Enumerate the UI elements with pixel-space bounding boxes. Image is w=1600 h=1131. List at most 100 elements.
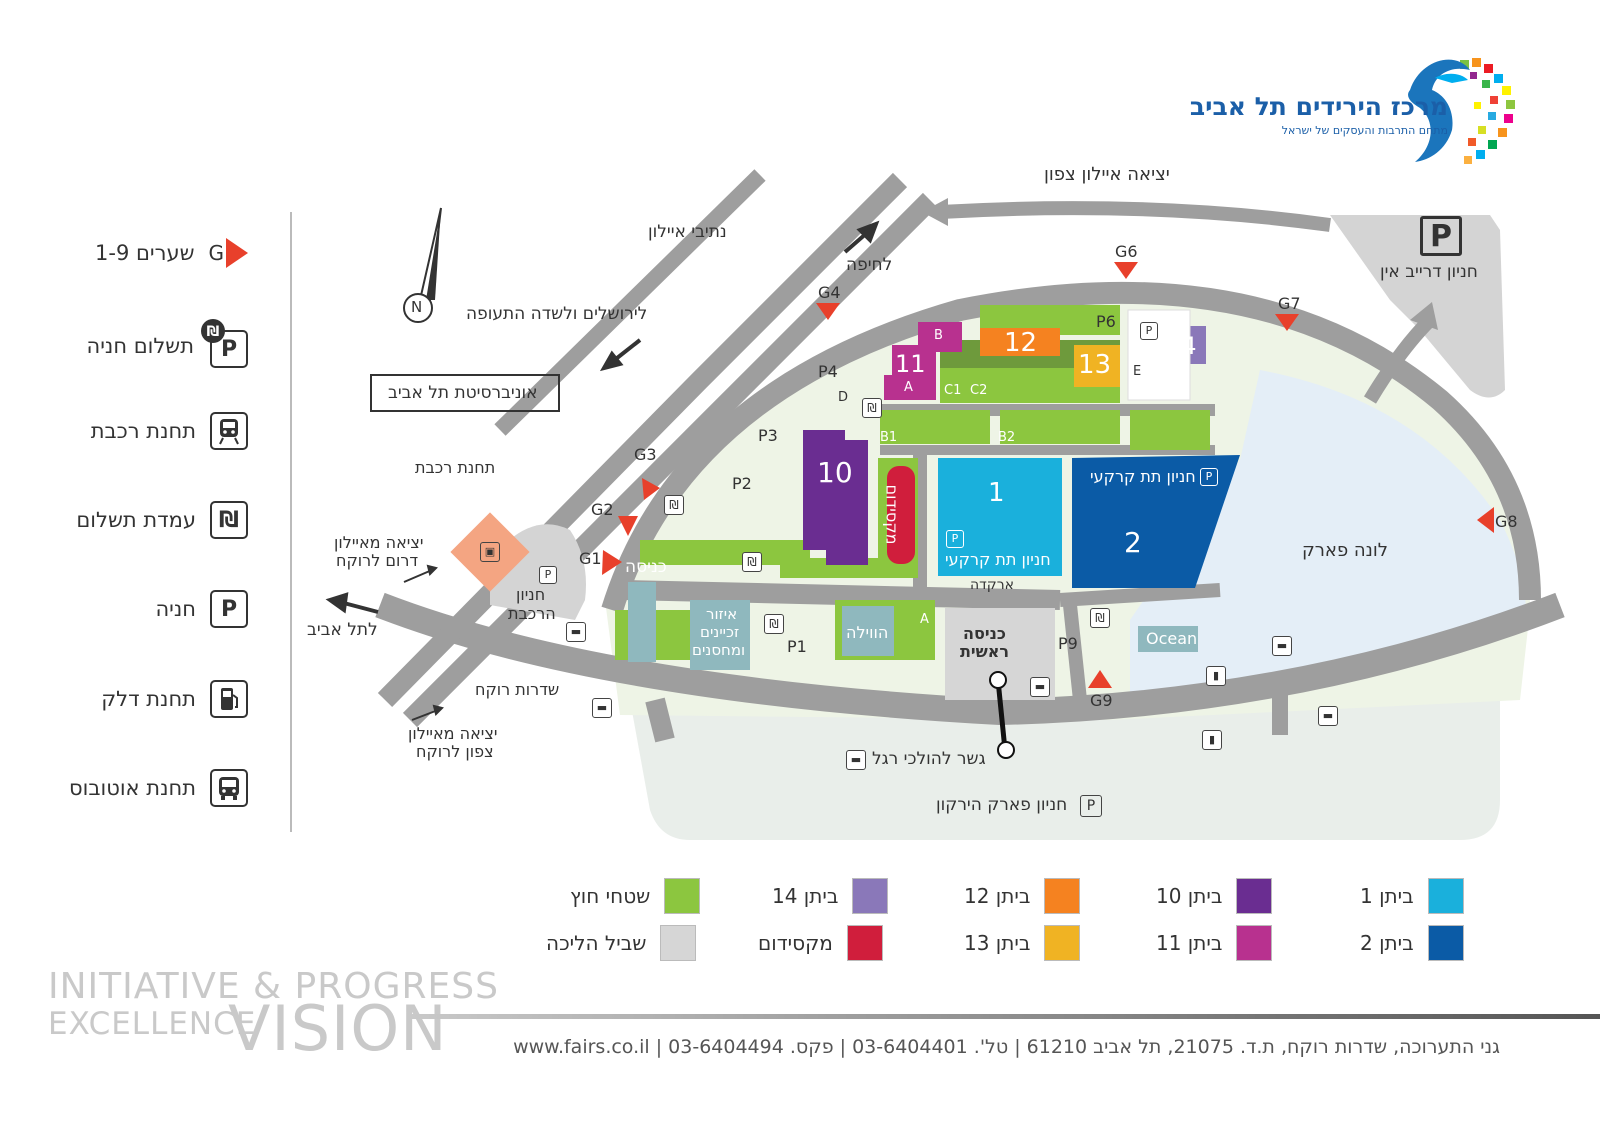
bus-icon	[210, 769, 248, 807]
label-villa: הווילה	[846, 623, 889, 642]
train-icon: ▣	[480, 542, 500, 562]
slogan-line-2a: EXCELLENCE	[48, 1006, 257, 1042]
inner-road-1	[624, 580, 1061, 610]
label-green-park-parking: חניון פארק הירקון	[936, 795, 1068, 815]
label-exit-north-rokach-2: צפון לרוקח	[416, 742, 494, 761]
shekel-icon: ₪	[764, 614, 784, 634]
fuel-pump-icon	[210, 680, 248, 718]
legend-train: תחנת רכבת	[91, 408, 248, 454]
drive-in-arrow-icon	[1410, 302, 1438, 330]
label-drive-in: חניון דרייב אין	[1380, 262, 1478, 282]
gate-g6-icon	[1114, 262, 1138, 279]
hall-11b-label: B	[934, 328, 943, 343]
color-key-label: שטחי חוץ	[570, 884, 651, 908]
hall-2-label: 2	[1124, 526, 1142, 559]
fuel-pump-icon: ▮	[1202, 730, 1222, 750]
bus-icon: ▬	[592, 698, 612, 718]
color-key-label: מקסידום	[758, 931, 833, 955]
color-key-hall-14: ביתן 14	[772, 878, 889, 914]
legend-fuel-label: תחנת דלק	[101, 687, 196, 711]
parking-p3-label: P3	[758, 426, 778, 445]
hall-13-label: 13	[1078, 350, 1112, 380]
label-pedestrian-bridge: גשר להולכי רגל	[872, 749, 986, 769]
parking-p9-label: P9	[1058, 634, 1078, 653]
paid-parking-icon: P ₪	[201, 319, 248, 368]
parking-p1-label: P1	[787, 637, 807, 656]
gate-g8-label: G8	[1495, 512, 1518, 531]
hall-11-a	[884, 375, 936, 400]
ring-road	[601, 281, 1541, 614]
gate-labels: G1 G2 G3 G4 G6 G7 G8 G9	[579, 242, 1518, 710]
area-c1-label: C1	[944, 383, 962, 398]
exit-south-arrow-icon	[403, 569, 433, 583]
label-to-haifa: לחיפה	[846, 255, 893, 275]
hall-10	[803, 430, 868, 565]
color-swatch	[1427, 925, 1464, 961]
ocean-building	[1138, 626, 1198, 652]
logo-subtitle: מתחם התרבות והעסקים של ישראל	[1281, 124, 1448, 137]
color-swatch	[1427, 878, 1464, 914]
green-east-strip	[1130, 410, 1210, 450]
label-rokach: שדרות רוקח	[475, 680, 560, 699]
gate-g3-label: G3	[634, 445, 657, 464]
gate-g8-icon	[1477, 507, 1494, 533]
area-c2-label: C2	[970, 383, 988, 398]
road-p9	[1063, 604, 1087, 701]
road-g9	[645, 697, 675, 743]
color-key-label: ביתן 10	[1156, 884, 1223, 908]
shekel-icon: ₪	[1090, 608, 1110, 628]
train-station-area	[450, 512, 530, 592]
map-icons: ₪ ₪ ₪ ₪ ₪ P P P P ▣ ▬ ▬ ▬ ▬ ▬ ▬ ▮ ▮	[480, 322, 1338, 770]
bus-icon: ▬	[1272, 636, 1292, 656]
bus-icon: ▬	[1030, 677, 1050, 697]
train-icon	[210, 412, 248, 450]
color-swatch	[660, 925, 697, 961]
label-underground-parking-2: חניון תת קרקעי	[1090, 467, 1196, 486]
bus-icon: ▬	[566, 622, 586, 642]
paid-parking-icon: P	[1200, 468, 1218, 486]
gate-g3-icon	[642, 478, 660, 500]
hall-11-b	[918, 322, 962, 352]
hall-12-label: 12	[1004, 328, 1038, 358]
label-train-parking-1: חניון	[516, 585, 546, 604]
bus-icon: ▬	[846, 750, 866, 770]
gate-g7-icon	[1275, 314, 1299, 331]
shekel-icon: ₪	[862, 398, 882, 418]
color-key-hall-2: ביתן 2	[1360, 925, 1464, 961]
map-labels: יציאה איילון צפון נתיבי איילון לחיפה ליר…	[307, 164, 1478, 817]
green-b1	[880, 410, 990, 444]
slogan-line-2b: VISION	[228, 992, 448, 1065]
hall-14-label: 14	[1166, 332, 1197, 360]
drive-in-parking-icon: P	[1420, 216, 1462, 256]
villa-building	[842, 606, 894, 656]
label-main-entrance-1: כניסה	[963, 624, 1006, 643]
svg-text:₪: ₪	[207, 324, 220, 340]
legend-paid-parking: תשלום חניה P ₪	[87, 319, 248, 369]
label-exit-south-2: דרום לרוקח	[336, 551, 419, 570]
fuel-pump-icon: ▮	[1206, 666, 1226, 686]
label-exit-south-1: יציאה מאיילון	[334, 533, 424, 552]
label-north: N	[411, 298, 423, 316]
north-exit-arrow-icon	[922, 198, 948, 226]
color-key-hall-13: ביתן 13	[964, 925, 1081, 961]
parking-labels: P1 P2 P3 P4 P6 P9	[732, 312, 1116, 656]
color-swatch	[852, 878, 889, 914]
exit-north-arrow-icon	[411, 709, 439, 721]
drive-in-parking-area	[1330, 215, 1505, 398]
legend-bus-label: תחנת אוטובוס	[69, 776, 196, 800]
drive-in-road	[1363, 315, 1435, 404]
color-key-hall-11: ביתן 11	[1156, 925, 1273, 961]
logo-emblem-icon	[1408, 58, 1515, 164]
logo: מרכז הירידים תל אביב מתחם התרבות והעסקים…	[1190, 50, 1530, 170]
gate-g7-label: G7	[1278, 294, 1301, 313]
hall-12	[980, 328, 1060, 356]
legend-bus: תחנת אוטובוס	[69, 765, 248, 811]
label-underground-parking-1: חניון תת קרקעי	[945, 550, 1051, 569]
bus-icon: ▬	[1318, 706, 1338, 726]
legend-train-label: תחנת רכבת	[90, 419, 196, 443]
pedestrian-bridge	[995, 679, 1008, 751]
label-exhibitors-1: איזור	[706, 605, 738, 623]
north-compass-icon	[403, 207, 442, 323]
hall-11-label: 11	[895, 350, 926, 378]
